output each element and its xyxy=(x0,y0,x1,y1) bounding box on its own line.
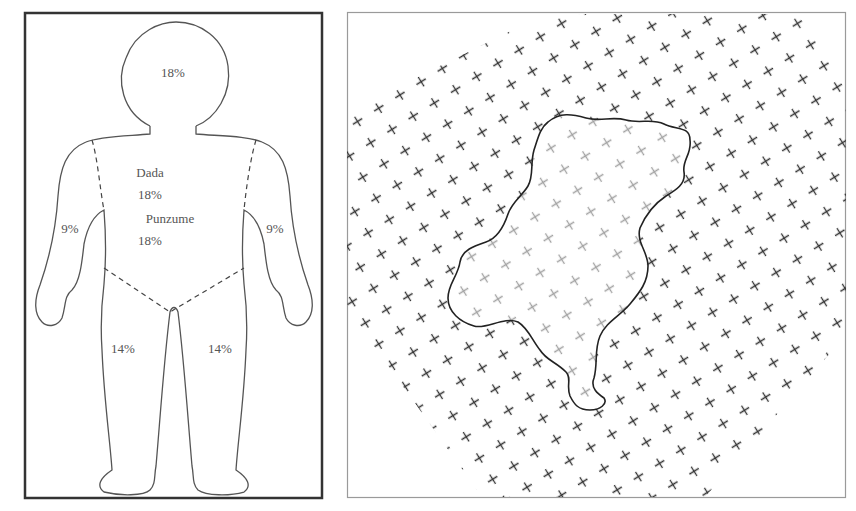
cross-grid xyxy=(347,12,846,498)
arm-percent: 9% xyxy=(266,221,283,236)
region-percent: 18% xyxy=(138,187,162,202)
region-percent: 18% xyxy=(138,233,162,248)
left-panel xyxy=(25,13,322,498)
region-name: Punzume xyxy=(146,211,194,226)
arm-percent: 9% xyxy=(61,221,78,236)
right-panel xyxy=(348,13,846,498)
head-percent: 18% xyxy=(161,65,185,80)
child-outline xyxy=(36,22,313,495)
region-dividers xyxy=(92,140,256,312)
leg-percent: 14% xyxy=(111,341,135,356)
leg-percent: 14% xyxy=(208,341,232,356)
region-name: Dada xyxy=(136,165,163,180)
traced-outline xyxy=(448,115,690,410)
